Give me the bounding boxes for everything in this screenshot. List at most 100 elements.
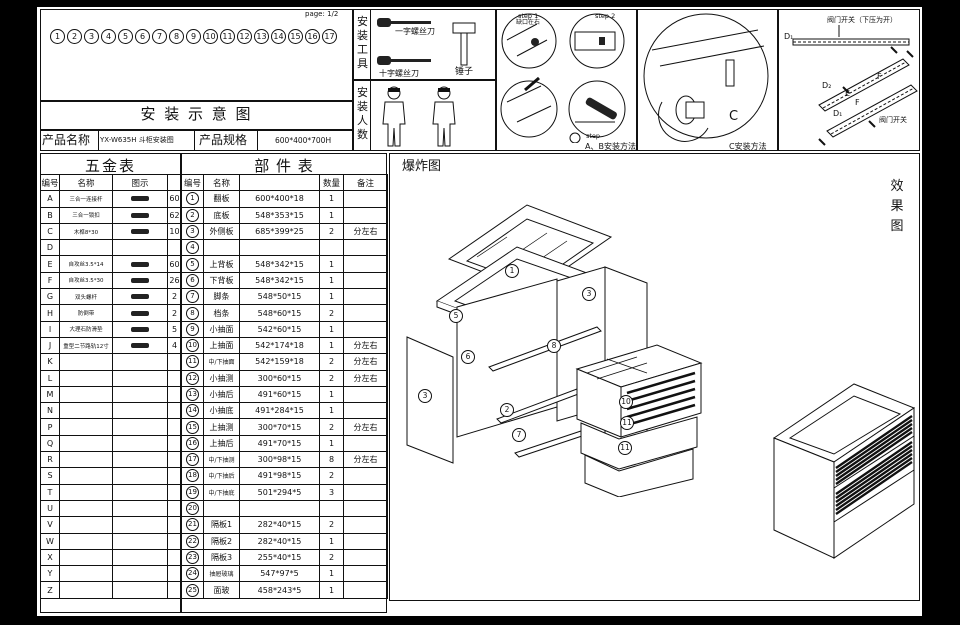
- hardware-qty: 4: [167, 336, 182, 355]
- hardware-name: [59, 418, 113, 436]
- parts-name: 外侧板: [203, 222, 240, 241]
- parts-no-badge: 2: [186, 208, 199, 222]
- parts-size: 548*50*15: [239, 288, 320, 306]
- parts-no-cell: 11: [181, 353, 204, 371]
- step-3-label: step: [586, 132, 601, 140]
- exploded-view-title: 爆炸图: [402, 159, 442, 174]
- parts-name: 隔板1: [203, 516, 240, 534]
- parts-note: [343, 581, 388, 599]
- hardware-row: X: [40, 548, 182, 567]
- hardware-image: [112, 516, 168, 534]
- parts-col-note: 备注: [343, 173, 388, 192]
- hardware-code: I: [40, 320, 60, 338]
- parts-name: 下背板: [203, 271, 240, 290]
- parts-no-badge: 13: [186, 388, 199, 401]
- hardware-code: V: [40, 516, 60, 534]
- hardware-image: [112, 385, 168, 404]
- parts-name: 隔板2: [203, 532, 240, 550]
- parts-note: [343, 483, 388, 501]
- parts-row: 4: [181, 239, 388, 257]
- parts-size: 542*174*18: [239, 336, 320, 355]
- parts-note: [343, 385, 388, 404]
- hardware-name: [59, 434, 113, 453]
- parts-note: 分左右: [343, 353, 388, 371]
- hardware-image: [112, 336, 168, 355]
- hardware-qty: 62: [167, 206, 182, 224]
- hardware-code: Y: [40, 565, 60, 583]
- hardware-image: [112, 418, 168, 436]
- parts-name: 脚条: [203, 288, 240, 306]
- parts-no-badge: 9: [186, 322, 199, 336]
- parts-size: [239, 499, 320, 518]
- part-number-badge: 10: [203, 29, 218, 44]
- hardware-name: [59, 402, 113, 420]
- parts-qty: 1: [319, 434, 344, 453]
- part-number-badge: 3: [84, 29, 99, 44]
- hardware-image: [112, 190, 168, 208]
- hardware-part-icon: [131, 229, 149, 235]
- hardware-name: [59, 353, 113, 371]
- hardware-table-title: 五金表: [84, 157, 136, 175]
- hardware-qty: [167, 451, 182, 469]
- ab-method-panel: [496, 9, 637, 151]
- parts-col-size: [239, 173, 320, 192]
- part-number-badge: 2: [67, 29, 82, 44]
- hardware-qty: 5: [167, 320, 182, 338]
- parts-name: 小抽面: [203, 320, 240, 338]
- people-panel: [353, 80, 496, 151]
- ab-method-drawing: [500, 13, 626, 143]
- hardware-qty: [167, 239, 182, 257]
- hardware-qty: 2: [167, 304, 182, 322]
- hardware-image: [112, 581, 168, 599]
- hardware-code: W: [40, 532, 60, 550]
- parts-size: 491*98*15: [239, 467, 320, 485]
- hardware-qty: [167, 581, 182, 599]
- parts-no-badge: 1: [186, 192, 199, 206]
- hardware-image: [112, 288, 168, 306]
- slide-top-note: 阀门开关（下压为开）: [827, 16, 897, 24]
- people-label-cell: [353, 80, 371, 151]
- parts-note: [343, 548, 388, 567]
- hardware-code: M: [40, 385, 60, 404]
- hardware-qty: [167, 385, 182, 404]
- hardware-qty: [167, 565, 182, 583]
- parts-size: 300*98*15: [239, 451, 320, 469]
- hardware-image: [112, 548, 168, 567]
- part-number-badge: 5: [118, 29, 133, 44]
- parts-name: 上抽面: [203, 336, 240, 355]
- slide-f-label: F: [877, 72, 882, 81]
- parts-name: 面玻: [203, 581, 240, 599]
- tools-label-cell: [353, 9, 371, 80]
- hammer-icon: [452, 22, 476, 66]
- parts-name: 底板: [203, 206, 240, 224]
- cross-screwdriver-label: 十字螺丝刀: [379, 69, 419, 78]
- page-title: 安 装 示 意 图: [140, 105, 253, 123]
- exploded-view-panel: [389, 153, 920, 601]
- hardware-image: [112, 499, 168, 518]
- hardware-qty: [167, 467, 182, 485]
- parts-note: [343, 402, 388, 420]
- hardware-row: T: [40, 483, 182, 501]
- parts-no-cell: 20: [181, 499, 204, 518]
- parts-size: 458*243*5: [239, 581, 320, 599]
- hardware-code: C: [40, 222, 60, 241]
- slide-e-label: E: [845, 89, 851, 98]
- hardware-row: D: [40, 239, 182, 257]
- hardware-qty: [167, 548, 182, 567]
- hardware-name: [59, 483, 113, 501]
- hardware-name: [59, 565, 113, 583]
